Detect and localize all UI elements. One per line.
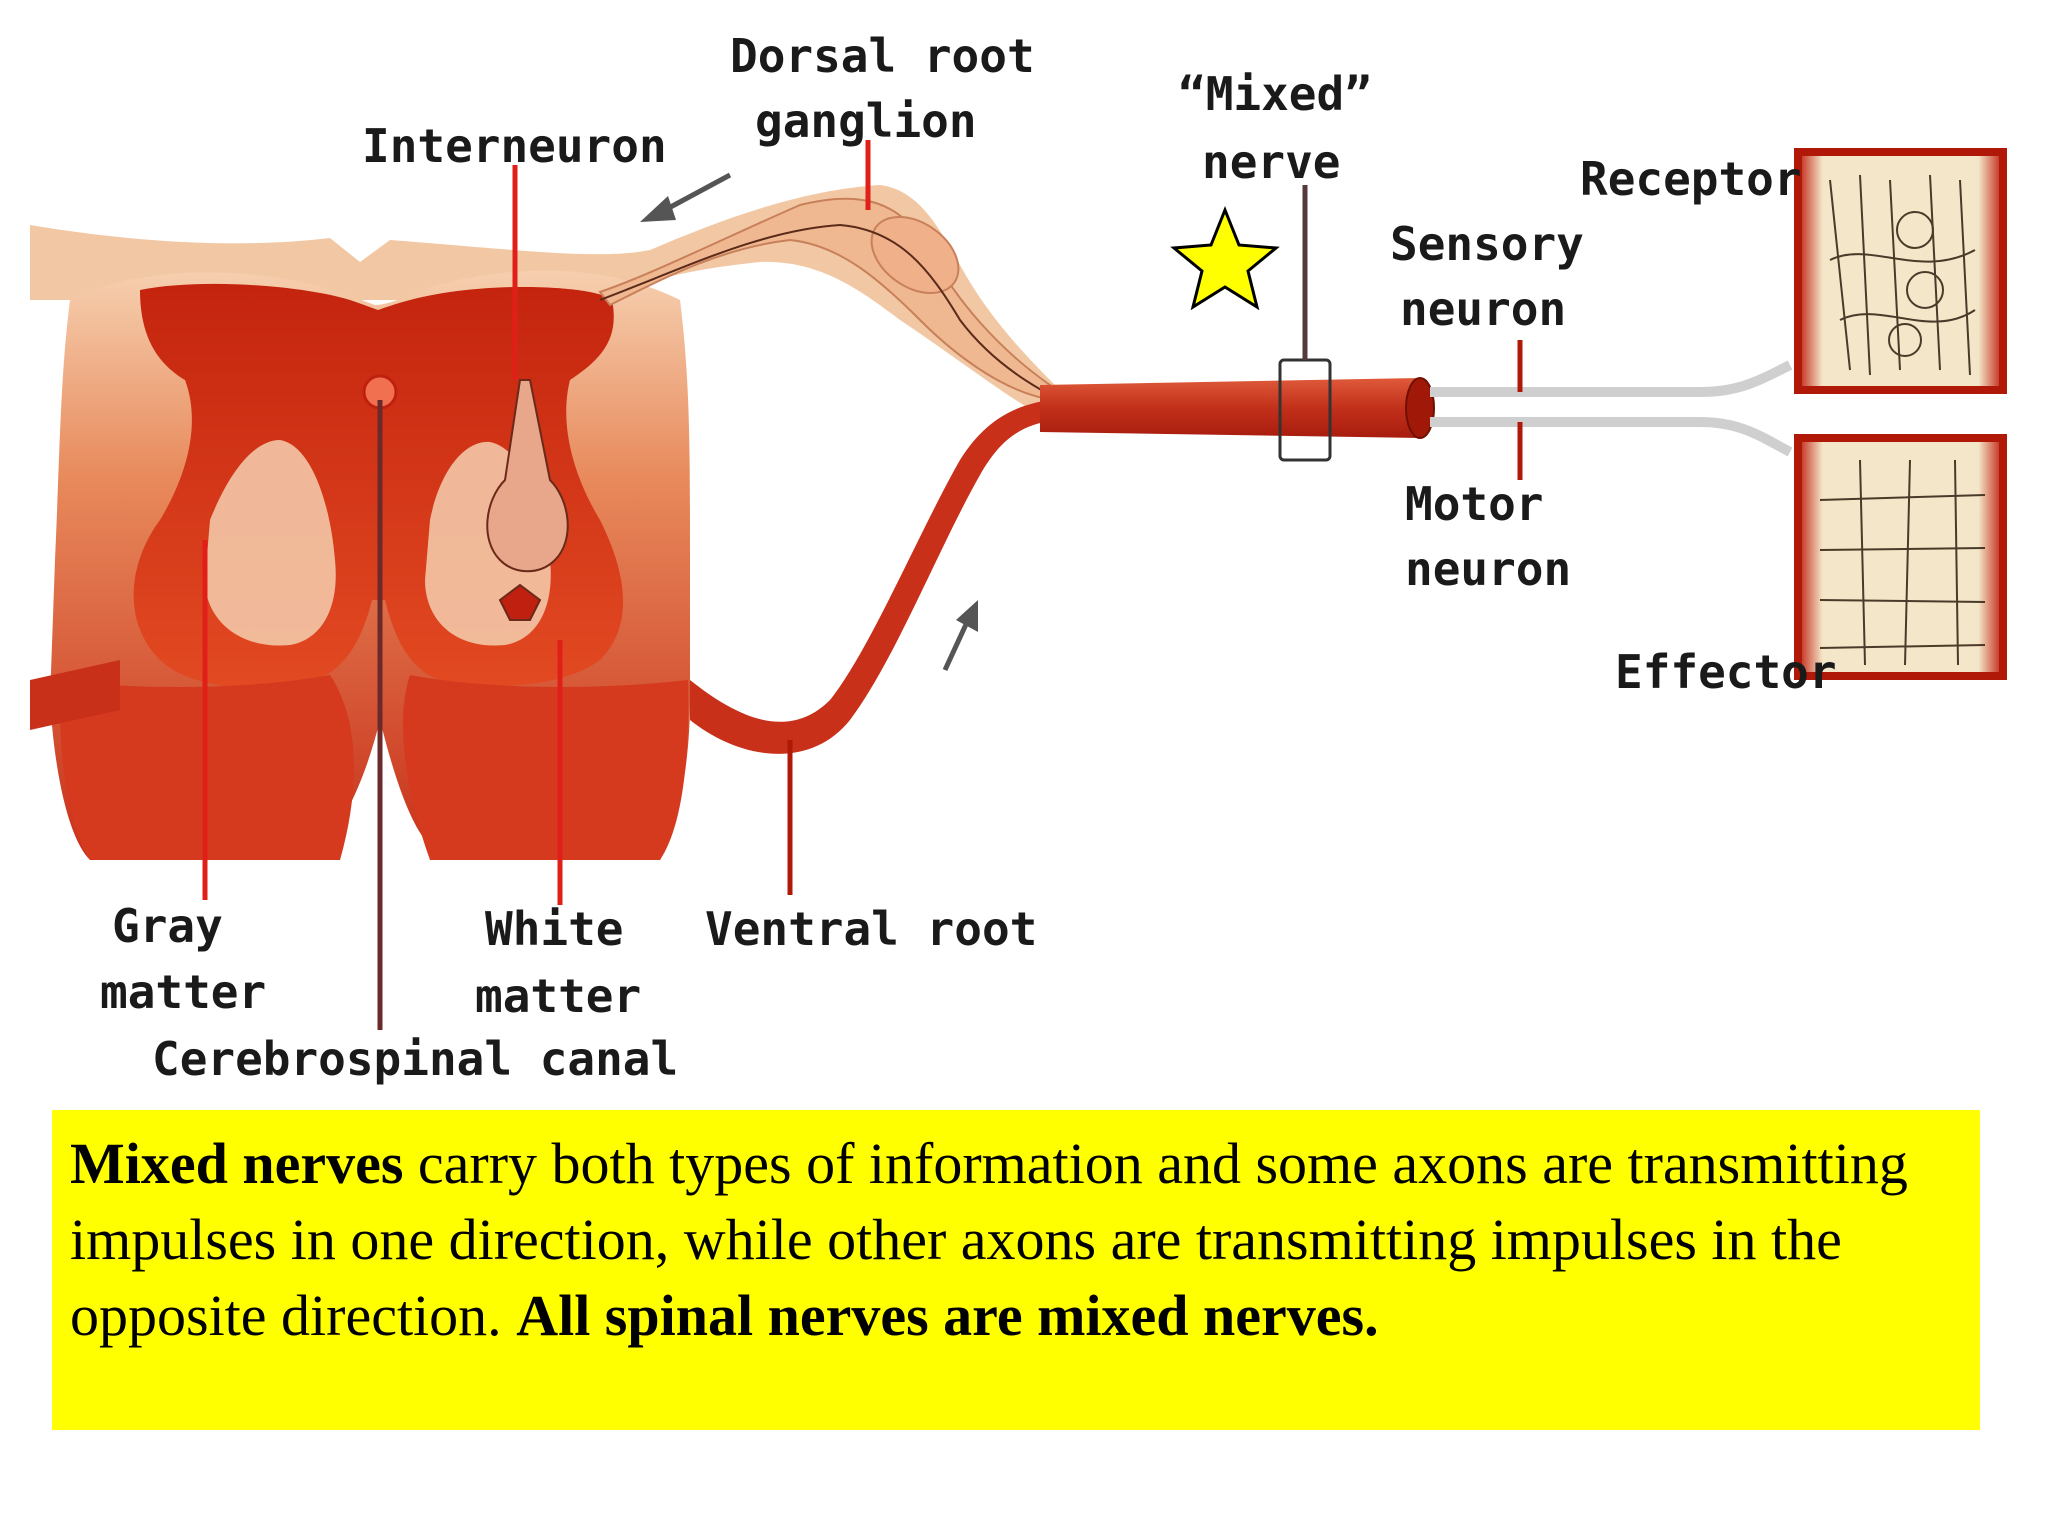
leader-lines [202, 140, 1523, 1030]
ventral-direction-arrow [942, 600, 978, 672]
effector-box [1794, 434, 2007, 680]
receptor-texture [1829, 174, 1976, 376]
label-receptor: Receptor [1580, 152, 1802, 206]
interneuron-body [498, 583, 542, 621]
label-gray: Gray [112, 899, 223, 953]
right-white-matter [402, 675, 689, 860]
label-mixed: “Mixed” [1178, 67, 1372, 121]
dorsal-direction-arrow [640, 172, 732, 222]
dorsal-root-ganglion [870, 215, 960, 295]
caption-bold-end: All spinal nerves are mixed nerves. [516, 1283, 1379, 1348]
label-motor-neuron: neuron [1405, 542, 1571, 596]
label-nerve: nerve [1202, 135, 1340, 189]
caption-box: Mixed nerves carry both types of informa… [52, 1110, 1980, 1430]
left-pale-region [205, 440, 336, 646]
ventral-root [690, 400, 1055, 754]
label-dorsal-root: Dorsal root [730, 29, 1035, 83]
label-ganglion: ganglion [755, 94, 977, 148]
caption-bold-start: Mixed nerves [70, 1131, 404, 1196]
label-sensory-neuron: neuron [1400, 282, 1566, 336]
label-gray-matter: matter [100, 965, 266, 1019]
label-cerebrospinal-canal: Cerebrospinal canal [152, 1032, 678, 1086]
label-effector: Effector [1615, 645, 1837, 699]
mixed-nerve-end [1405, 377, 1435, 439]
left-nerve-stub [30, 660, 120, 730]
label-ventral-root: Ventral root [705, 902, 1037, 956]
mixed-nerve-trunk [1040, 378, 1420, 438]
mixed-nerve-star [1170, 205, 1280, 311]
sensory-axon-line [599, 223, 1061, 401]
caption-middle: carry both types of information and some… [70, 1131, 1908, 1348]
interneuron-cell [486, 379, 569, 573]
receptor-box [1794, 148, 2007, 394]
motor-axon-to-effector [1430, 417, 1793, 457]
label-motor: Motor [1405, 477, 1543, 531]
dorsal-tissue-band [30, 185, 1060, 420]
sensory-axon-to-receptor [1430, 360, 1793, 397]
label-white: White [485, 902, 623, 956]
label-interneuron: Interneuron [362, 119, 667, 173]
effector-texture [1819, 459, 1986, 666]
label-sensory: Sensory [1390, 217, 1584, 271]
label-white-matter: matter [475, 969, 641, 1023]
